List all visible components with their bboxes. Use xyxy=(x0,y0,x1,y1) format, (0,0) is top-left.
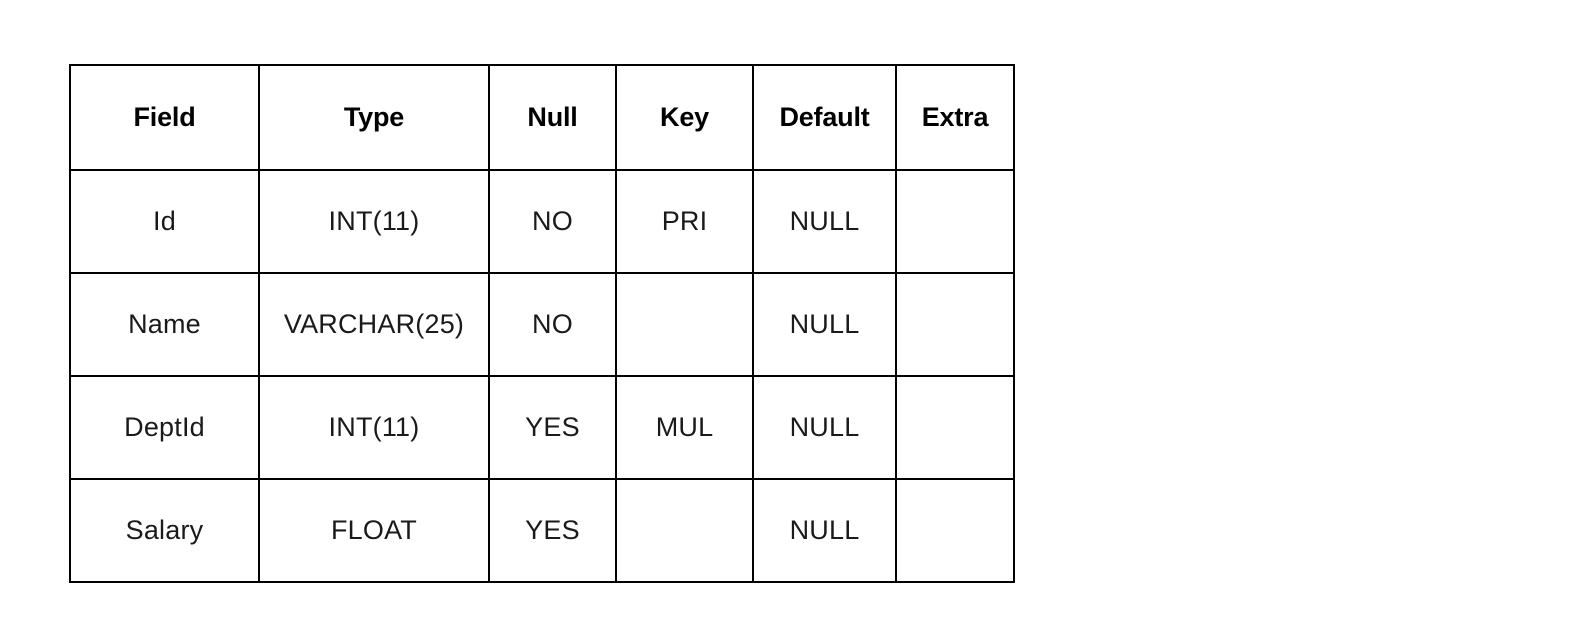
cell-type: VARCHAR(25) xyxy=(258,272,490,377)
cell-type: INT(11) xyxy=(258,375,490,480)
column-header-default: Default xyxy=(752,64,897,171)
cell-type: INT(11) xyxy=(258,169,490,274)
column-header-null: Null xyxy=(488,64,617,171)
table-header-row: Field Type Null Key Default Extra xyxy=(69,64,1015,171)
cell-default: NULL xyxy=(752,272,897,377)
cell-field: Salary xyxy=(69,478,260,583)
table-row: Salary FLOAT YES NULL xyxy=(69,478,1015,583)
cell-key: MUL xyxy=(615,375,754,480)
cell-null: NO xyxy=(488,272,617,377)
cell-extra xyxy=(895,375,1015,480)
cell-extra xyxy=(895,272,1015,377)
table-row: Name VARCHAR(25) NO NULL xyxy=(69,272,1015,377)
cell-null: NO xyxy=(488,169,617,274)
cell-default: NULL xyxy=(752,375,897,480)
cell-type: FLOAT xyxy=(258,478,490,583)
table-header: Field Type Null Key Default Extra xyxy=(69,64,1015,171)
cell-default: NULL xyxy=(752,478,897,583)
cell-field: Id xyxy=(69,169,260,274)
table-row: DeptId INT(11) YES MUL NULL xyxy=(69,375,1015,480)
column-header-key: Key xyxy=(615,64,754,171)
cell-key xyxy=(615,272,754,377)
table-row: Id INT(11) NO PRI NULL xyxy=(69,169,1015,274)
cell-extra xyxy=(895,169,1015,274)
cell-field: DeptId xyxy=(69,375,260,480)
column-header-type: Type xyxy=(258,64,490,171)
cell-null: YES xyxy=(488,478,617,583)
cell-default: NULL xyxy=(752,169,897,274)
cell-key: PRI xyxy=(615,169,754,274)
cell-extra xyxy=(895,478,1015,583)
column-header-extra: Extra xyxy=(895,64,1015,171)
cell-key xyxy=(615,478,754,583)
cell-field: Name xyxy=(69,272,260,377)
table-body: Id INT(11) NO PRI NULL Name VARCHAR(25) … xyxy=(69,169,1015,583)
column-header-field: Field xyxy=(69,64,260,171)
cell-null: YES xyxy=(488,375,617,480)
table-schema-describe: Field Type Null Key Default Extra Id INT… xyxy=(69,64,1015,583)
